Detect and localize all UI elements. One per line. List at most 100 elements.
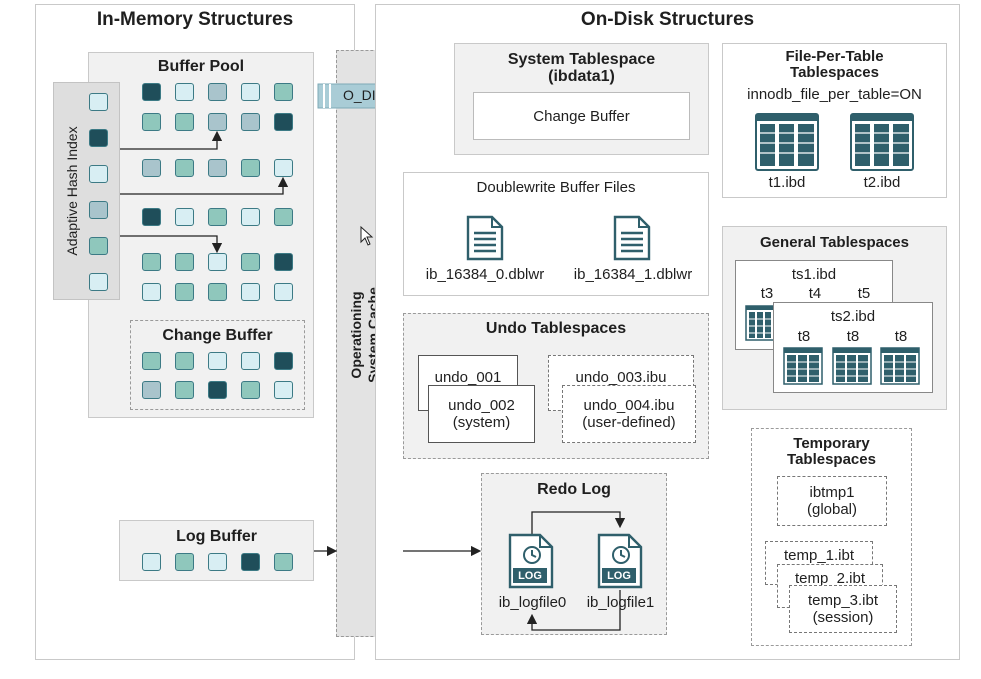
page — [274, 352, 293, 370]
log-file-icon — [597, 533, 643, 589]
t2-ibd-label: t2.ibd — [863, 174, 901, 191]
undo-002-name: undo_002 — [448, 397, 515, 414]
document-icon — [613, 215, 651, 261]
page — [175, 283, 194, 301]
page — [142, 208, 161, 226]
hash-entry — [89, 129, 108, 147]
undo-004-label: undo_004.ibu (user-defined) — [562, 397, 696, 431]
doublewrite-title: Doublewrite Buffer Files — [476, 179, 636, 196]
mouse-cursor-icon — [360, 225, 374, 246]
log-entry — [208, 553, 227, 571]
undo-004-type: (user-defined) — [582, 414, 676, 431]
undo-003-label: undo_003.ibu — [575, 369, 667, 386]
table-file-icon — [850, 113, 914, 171]
table-file-icon — [832, 347, 872, 385]
memory-change-buffer-box — [130, 320, 305, 410]
page — [175, 208, 194, 226]
ts1-table-label: t4 — [808, 285, 822, 302]
temp-3-label: temp_3.ibt (session) — [789, 592, 897, 626]
page — [241, 352, 260, 370]
undo-002-label: undo_002 (system) — [428, 397, 535, 431]
undo-tablespaces-title: Undo Tablespaces — [485, 320, 627, 337]
page — [175, 113, 194, 131]
page — [208, 283, 227, 301]
file-per-table-title: File-Per-Table Tablespaces — [722, 49, 947, 81]
table-file-icon — [755, 113, 819, 171]
doublewrite-box — [403, 172, 709, 296]
page — [142, 253, 161, 271]
dblwr-file2-label: ib_16384_1.dblwr — [573, 266, 693, 283]
ts1-table-label: t5 — [857, 285, 871, 302]
temporary-title-line1: Temporary — [793, 435, 870, 452]
ibtmp1-label: ibtmp1 (global) — [777, 484, 887, 518]
ts1-label: ts1.ibd — [791, 266, 837, 283]
memory-change-buffer-title: Change Buffer — [162, 327, 273, 344]
table-file-icon — [745, 305, 775, 341]
adaptive-hash-index-box — [53, 82, 120, 300]
page — [241, 253, 260, 271]
temp-3-name: temp_3.ibt — [807, 592, 879, 609]
ts2-table-label: t8 — [846, 328, 860, 345]
undo-002-box — [428, 385, 535, 443]
log-entry — [241, 553, 260, 571]
page — [208, 113, 227, 131]
ts2-label: ts2.ibd — [830, 308, 876, 325]
general-tablespaces-title: General Tablespaces — [760, 234, 909, 251]
t1-ibd-label: t1.ibd — [768, 174, 806, 191]
page — [142, 159, 161, 177]
page — [274, 113, 293, 131]
undo-004-box — [562, 385, 696, 443]
table-file-icon — [783, 347, 823, 385]
undo-002-type: (system) — [452, 414, 511, 431]
page — [208, 381, 227, 399]
ts1-table-label: t3 — [760, 285, 774, 302]
page — [274, 83, 293, 101]
temporary-title-line2: Tablespaces — [787, 451, 876, 468]
hash-entry — [89, 237, 108, 255]
hash-entry — [89, 201, 108, 219]
page — [208, 208, 227, 226]
system-change-buffer-label: Change Buffer — [533, 108, 630, 125]
system-change-buffer-box — [473, 92, 690, 140]
ibtmp1-type: (global) — [806, 501, 858, 518]
redo-log-title: Redo Log — [537, 481, 611, 498]
hash-entry — [89, 165, 108, 183]
log-file-icon — [508, 533, 554, 589]
log-entry — [142, 553, 161, 571]
temporary-tablespaces-box — [751, 428, 912, 646]
page — [274, 208, 293, 226]
page — [274, 283, 293, 301]
page — [175, 352, 194, 370]
ibtmp1-name: ibtmp1 — [809, 484, 855, 501]
page — [142, 113, 161, 131]
page — [208, 159, 227, 177]
dblwr-file1-label: ib_16384_0.dblwr — [425, 266, 545, 283]
ts2-table-label: t8 — [894, 328, 908, 345]
document-icon — [466, 215, 504, 261]
page — [142, 381, 161, 399]
file-per-table-setting: innodb_file_per_table=ON — [747, 86, 922, 103]
page — [274, 381, 293, 399]
page — [142, 352, 161, 370]
page — [208, 83, 227, 101]
system-tablespace-title-line2: (ibdata1) — [548, 68, 615, 85]
temp-3-type: (session) — [812, 609, 874, 626]
log-icon-label: LOG — [607, 570, 631, 582]
logfile0-label: ib_logfile0 — [498, 594, 567, 611]
page — [175, 381, 194, 399]
log-buffer-title: Log Buffer — [176, 528, 257, 545]
temp-2-label: temp_2.ibt — [794, 570, 866, 587]
page — [175, 253, 194, 271]
undo-001-label: undo_001 — [434, 369, 502, 386]
page — [241, 159, 260, 177]
page — [208, 253, 227, 271]
log-icon-label: LOG — [518, 570, 542, 582]
ts2-table-label: t8 — [797, 328, 811, 345]
log-entry — [274, 553, 293, 571]
in-memory-title: In-Memory Structures — [96, 9, 294, 30]
page — [142, 283, 161, 301]
log-entry — [175, 553, 194, 571]
undo-004-name: undo_004.ibu — [583, 397, 675, 414]
buffer-pool-title: Buffer Pool — [157, 58, 245, 75]
